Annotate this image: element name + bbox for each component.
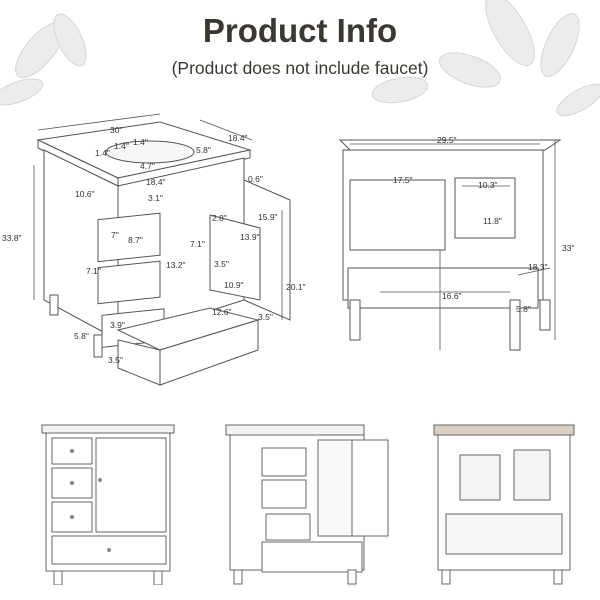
dim-label: 7.1" xyxy=(190,239,205,249)
front-view-thumbnail xyxy=(41,424,175,585)
dim-label: 1.4" xyxy=(114,141,129,151)
dim-label: 3.5" xyxy=(258,312,273,322)
dim-label: 15.9" xyxy=(258,212,278,222)
dim-label: 20.1" xyxy=(286,282,306,292)
dim-label: 2.8" xyxy=(212,213,227,223)
back-view-thumbnail xyxy=(433,424,575,585)
dim-label: 18.4" xyxy=(228,133,248,143)
dim-label: 3.9" xyxy=(110,320,125,330)
dim-label: 7.1" xyxy=(86,266,101,276)
dim-label: 5.8" xyxy=(74,331,89,341)
page-title: Product Info xyxy=(202,12,398,49)
dim-label: 29.5" xyxy=(437,135,457,145)
dim-label: 10.9" xyxy=(224,280,244,290)
dim-label: 33.8" xyxy=(2,233,22,243)
dim-label: 10.3" xyxy=(478,180,498,190)
dim-label: 18.4" xyxy=(146,177,166,187)
dim-label: 3.5" xyxy=(108,355,123,365)
dim-label: 4.7" xyxy=(140,161,155,171)
dim-label: 5.8" xyxy=(516,304,531,314)
page-subtitle: (Product does not include faucet) xyxy=(171,58,429,78)
dim-label: 33" xyxy=(562,243,575,253)
dim-label: 8.7" xyxy=(128,235,143,245)
dim-label: 16.6" xyxy=(442,291,462,301)
dim-label: 1.4" xyxy=(95,148,110,158)
dim-label: 13.9" xyxy=(240,232,260,242)
dim-label: 30" xyxy=(110,125,123,135)
dim-label: 0.6" xyxy=(248,174,263,184)
dim-label: 12.6" xyxy=(212,307,232,317)
dim-label: 3.1" xyxy=(148,193,163,203)
dim-label: 10.6" xyxy=(75,189,95,199)
dim-label: 13.2" xyxy=(166,260,186,270)
dim-label: 17.5" xyxy=(393,175,413,185)
dim-label: 3.5" xyxy=(214,259,229,269)
open-drawers-thumbnail xyxy=(225,424,389,585)
dim-label: 11.8" xyxy=(483,216,502,226)
dim-label: 7" xyxy=(111,230,119,240)
dim-label: 1.4" xyxy=(133,137,148,147)
dim-label: 5.8" xyxy=(196,145,211,155)
dim-label: 18.3" xyxy=(528,262,548,272)
